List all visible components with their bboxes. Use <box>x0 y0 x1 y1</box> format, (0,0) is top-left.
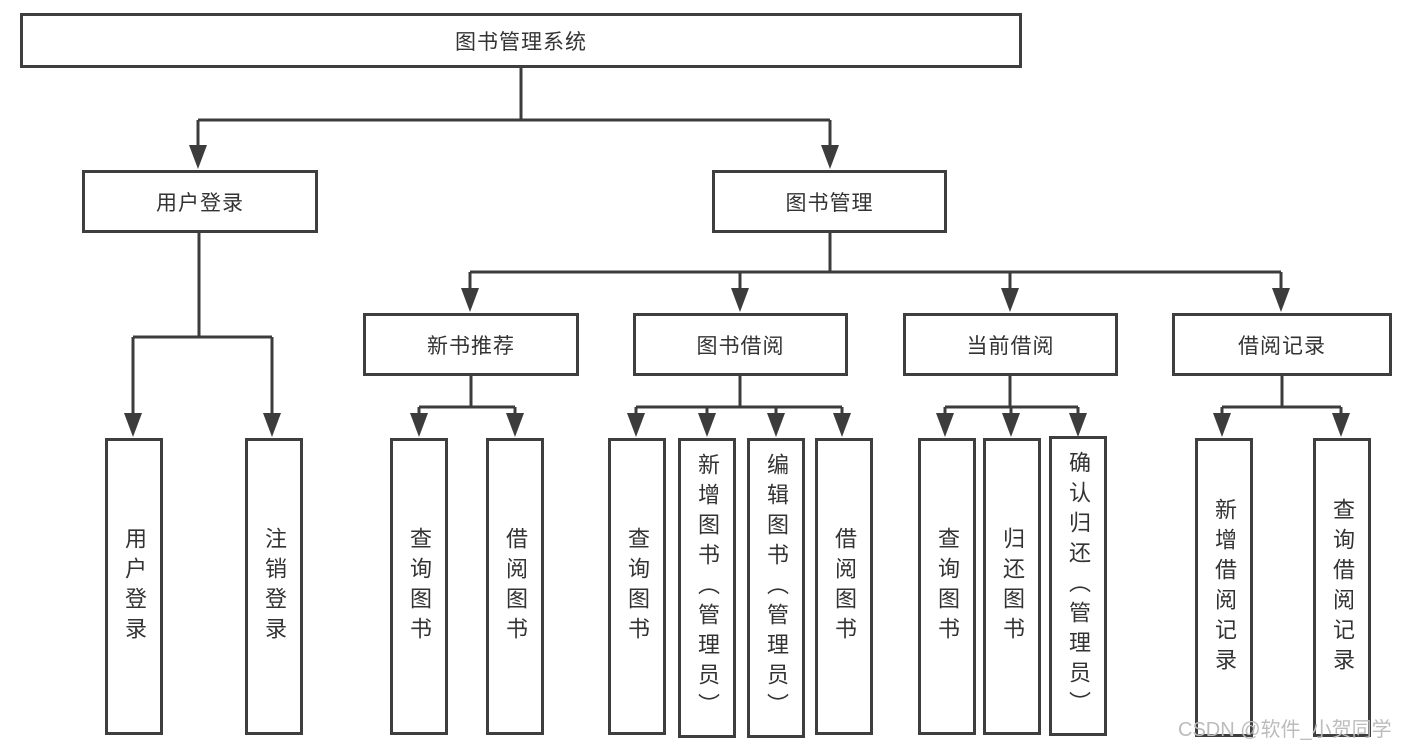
leaf-edit-book-admin: 编辑图书（管理员） <box>747 438 805 738</box>
arrowhead-book-borrowing <box>731 288 749 312</box>
arrowhead-leaf-borrow-books-1 <box>506 413 524 437</box>
arrowhead-leaf-query-books-2 <box>627 413 645 437</box>
leaf-add-borrow-record: 新增借阅记录 <box>1195 438 1253 737</box>
connector-recommend-children <box>417 376 517 415</box>
node-borrowing-records-label: 借阅记录 <box>1238 334 1326 358</box>
leaf-logout-label: 注销登录 <box>262 526 287 647</box>
arrowhead-user-login <box>189 145 207 169</box>
arrowhead-leaf-query-books-3 <box>936 413 954 437</box>
node-book-management: 图书管理 <box>712 170 947 233</box>
leaf-query-books-borrowing: 查询图书 <box>608 438 666 735</box>
node-current-borrowing-label: 当前借阅 <box>966 334 1055 358</box>
connector-book-management-children <box>468 233 1283 290</box>
connector-borrowing-children <box>634 376 844 415</box>
leaf-confirm-return-admin: 确认归还（管理员） <box>1049 436 1107 736</box>
leaf-borrow-books-recommend: 借阅图书 <box>486 438 544 735</box>
node-new-book-recommendation-label: 新书推荐 <box>427 334 515 358</box>
leaf-query-borrow-record: 查询借阅记录 <box>1313 438 1371 737</box>
arrowhead-book-management <box>821 145 839 169</box>
arrowhead-leaf-query-books-1 <box>410 413 428 437</box>
leaf-add-borrow-record-label: 新增借阅记录 <box>1212 497 1237 678</box>
arrowhead-leaf-return-book <box>1002 413 1020 437</box>
connector-user-login-children <box>131 233 274 415</box>
arrowhead-current-borrowing <box>1001 288 1019 312</box>
leaf-return-book: 归还图书 <box>983 438 1041 735</box>
node-borrowing-records: 借阅记录 <box>1172 313 1392 376</box>
leaf-add-book-admin: 新增图书（管理员） <box>678 438 736 738</box>
arrowhead-leaf-edit-book <box>767 413 785 437</box>
arrowhead-new-book-recommendation <box>461 288 479 312</box>
node-current-borrowing: 当前借阅 <box>903 313 1118 376</box>
leaf-user-login-label: 用户登录 <box>122 526 147 647</box>
node-book-borrowing-label: 图书借阅 <box>696 334 785 358</box>
leaf-return-book-label: 归还图书 <box>1000 526 1025 647</box>
leaf-borrow-books-recommend-label: 借阅图书 <box>503 526 528 647</box>
leaf-query-borrow-record-label: 查询借阅记录 <box>1330 497 1355 678</box>
leaf-query-books-recommend: 查询图书 <box>390 438 448 735</box>
node-user-login: 用户登录 <box>82 170 318 233</box>
arrowhead-leaf-confirm-return <box>1069 413 1087 437</box>
leaf-add-book-admin-label: 新增图书（管理员） <box>695 453 720 723</box>
node-book-management-system-label: 图书管理系统 <box>455 30 587 54</box>
node-book-management-label: 图书管理 <box>785 191 874 215</box>
leaf-query-books-current-label: 查询图书 <box>935 526 960 647</box>
arrowhead-leaf-add-book <box>698 413 716 437</box>
arrowhead-borrowing-records <box>1272 288 1290 312</box>
leaf-query-books-current: 查询图书 <box>918 438 976 735</box>
csdn-watermark: CSDN @软件_小贺同学 <box>1178 719 1392 741</box>
leaf-logout: 注销登录 <box>245 438 303 735</box>
leaf-user-login: 用户登录 <box>105 438 163 735</box>
connector-current-children <box>943 376 1080 415</box>
arrowhead-leaf-query-record <box>1332 413 1350 437</box>
node-new-book-recommendation: 新书推荐 <box>363 313 579 376</box>
arrowhead-leaf-add-record <box>1213 413 1231 437</box>
arrowhead-leaf-logout <box>263 413 281 437</box>
node-book-borrowing: 图书借阅 <box>633 313 848 376</box>
leaf-edit-book-admin-label: 编辑图书（管理员） <box>764 453 789 723</box>
leaf-query-books-recommend-label: 查询图书 <box>407 526 432 647</box>
leaf-query-books-borrowing-label: 查询图书 <box>625 526 650 647</box>
arrowhead-leaf-user-login <box>124 413 142 437</box>
leaf-confirm-return-admin-label: 确认归还（管理员） <box>1066 451 1091 721</box>
connector-root-to-level2 <box>196 68 832 147</box>
arrowhead-leaf-borrow-books-2 <box>833 413 851 437</box>
node-book-management-system: 图书管理系统 <box>20 13 1022 68</box>
leaf-borrow-books-borrowing-label: 借阅图书 <box>832 526 857 647</box>
leaf-borrow-books-borrowing: 借阅图书 <box>815 438 873 735</box>
node-user-login-label: 用户登录 <box>156 191 244 215</box>
connector-records-children <box>1220 376 1343 415</box>
